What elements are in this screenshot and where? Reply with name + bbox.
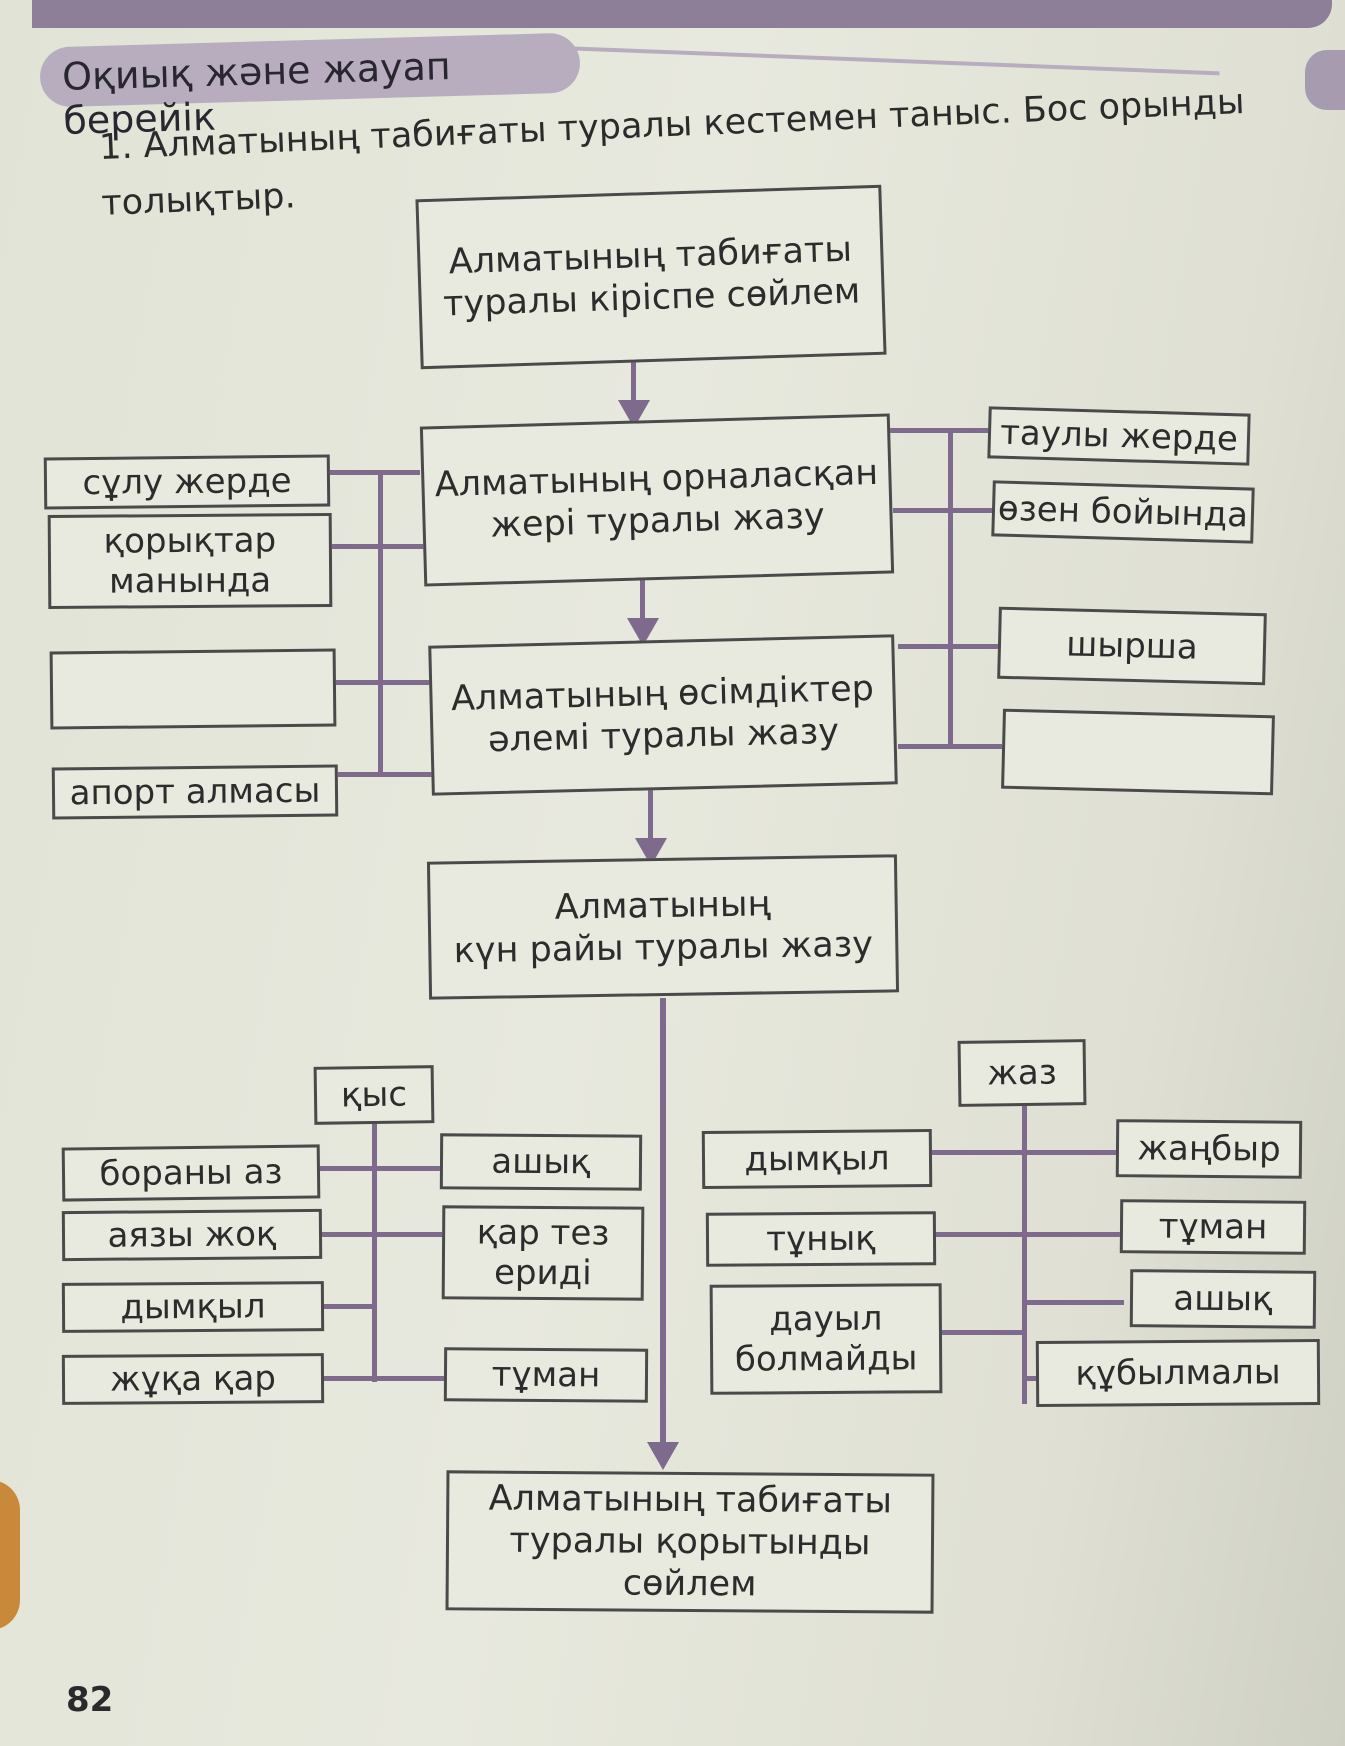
plants-box: Алматының өсімдіктер әлемі туралы жазу bbox=[428, 634, 898, 796]
side-tab bbox=[1305, 50, 1345, 110]
section-header: Оқиық және жауап берейік bbox=[39, 32, 581, 143]
connector bbox=[1024, 1300, 1124, 1305]
connector bbox=[893, 508, 993, 513]
winter-label: қыс bbox=[313, 1065, 435, 1125]
summer-left-item: дауыл болмайды bbox=[709, 1283, 943, 1395]
connector bbox=[660, 998, 666, 1458]
top-color-bar bbox=[32, 0, 1332, 28]
connector bbox=[890, 428, 990, 433]
summer-right-item: жаңбыр bbox=[1115, 1119, 1303, 1179]
summer-right-item: тұман bbox=[1119, 1199, 1307, 1255]
location-left-item: қорықтар манында bbox=[47, 513, 333, 609]
winter-right-item: ашық bbox=[439, 1133, 643, 1191]
connector bbox=[934, 1232, 1120, 1237]
connector bbox=[332, 544, 424, 549]
plants-left-item: апорт алмасы bbox=[51, 764, 339, 820]
winter-right-item: қар тез ериді bbox=[441, 1205, 645, 1301]
winter-left-item: дымқыл bbox=[61, 1281, 325, 1333]
winter-left-item: бораны аз bbox=[61, 1144, 321, 1202]
location-right-item: өзен бойында bbox=[991, 480, 1255, 544]
connector bbox=[648, 788, 653, 858]
arrow-down-icon bbox=[647, 1442, 679, 1470]
intro-box: Алматының табиғаты туралы кіріспе сөйлем bbox=[415, 184, 887, 370]
thumb bbox=[0, 1480, 20, 1630]
page-number: 82 bbox=[66, 1680, 114, 1720]
location-left-item: сұлу жерде bbox=[43, 454, 331, 510]
connector bbox=[631, 350, 636, 420]
connector bbox=[948, 428, 953, 748]
connector bbox=[1024, 1376, 1046, 1381]
header-divider bbox=[559, 46, 1220, 76]
connector bbox=[338, 772, 432, 777]
summer-left-item: тұнық bbox=[705, 1211, 937, 1267]
connector bbox=[336, 680, 430, 685]
winter-left-item: жұқа қар bbox=[61, 1353, 325, 1405]
connector bbox=[940, 1330, 1026, 1335]
summer-left-item: дымқыл bbox=[701, 1128, 933, 1190]
connector bbox=[640, 568, 645, 638]
plants-right-item: шырша bbox=[997, 606, 1267, 686]
connector bbox=[1022, 1104, 1027, 1404]
connector bbox=[322, 1376, 446, 1381]
connector bbox=[318, 1166, 442, 1171]
connector bbox=[898, 644, 1000, 649]
location-right-item: таулы жерде bbox=[987, 406, 1251, 466]
connector bbox=[372, 1122, 377, 1382]
plants-right-blank[interactable] bbox=[1001, 708, 1275, 796]
location-box: Алматының орналасқан жері туралы жазу bbox=[419, 413, 895, 587]
weather-box: Алматының күн райы туралы жазу bbox=[426, 854, 900, 1000]
winter-left-item: аязы жоқ bbox=[61, 1208, 323, 1262]
connector bbox=[328, 470, 420, 475]
connector bbox=[320, 1232, 444, 1237]
plants-left-blank[interactable] bbox=[49, 648, 337, 730]
connector bbox=[378, 470, 383, 776]
summer-right-item: ашық bbox=[1129, 1269, 1317, 1329]
conclusion-box: Алматының табиғаты туралы қорытынды сөйл… bbox=[445, 1470, 935, 1614]
summer-right-item: құбылмалы bbox=[1035, 1339, 1321, 1407]
connector bbox=[932, 1150, 1118, 1155]
winter-right-item: тұман bbox=[443, 1347, 649, 1403]
connector bbox=[898, 744, 1002, 749]
summer-label: жаз bbox=[957, 1039, 1087, 1107]
connector bbox=[320, 1304, 376, 1309]
